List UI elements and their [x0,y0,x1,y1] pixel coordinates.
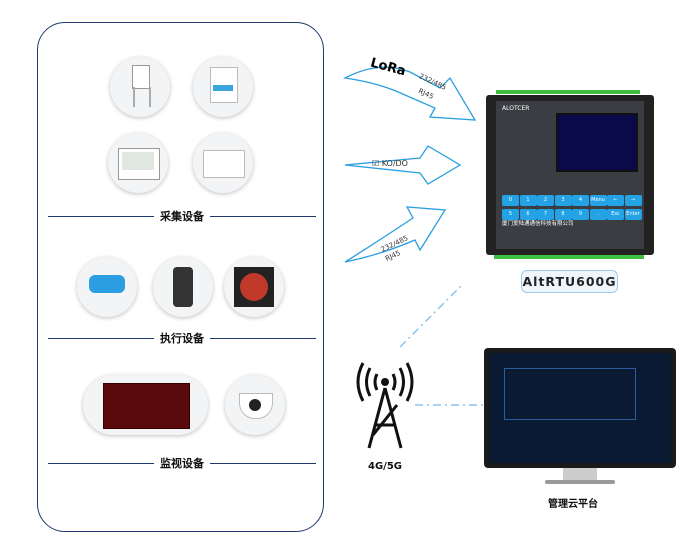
keypad-key[interactable]: ← [607,195,624,206]
middle-link-kodo: ☑ KO/DO [372,159,408,168]
brand-logo: ALOTCER [502,105,530,112]
section-monitor: 监视设备 [48,455,316,471]
monitor-base [545,480,615,484]
link-device-tower [399,284,463,348]
keypad-key[interactable]: Esc [607,209,624,220]
dome-camera-image [225,375,285,435]
valve-actuator-image [77,257,137,317]
temperature-display-image [108,133,168,193]
keypad-key[interactable]: 0 [502,195,519,206]
keypad-key[interactable]: 1 [519,195,537,206]
device-name-label: AltRTU600G [521,270,618,293]
keypad-key[interactable]: 6 [519,209,537,220]
pump-image [153,257,213,317]
keypad-key[interactable]: 2 [537,195,554,206]
section-monitor-label: 监视设备 [154,455,210,471]
cloud-monitor [484,348,676,468]
cell-tower-icon [356,362,414,449]
keypad-key[interactable]: → [624,195,642,206]
keypad-key[interactable]: 9 [572,209,589,220]
section-execute: 执行设备 [48,330,316,346]
middle-link-label: KO/DO [381,159,408,168]
lcd-screen [556,113,638,172]
field-devices-panel [37,22,324,532]
section-collect-label: 采集设备 [154,208,210,224]
arrow-middle [344,145,462,185]
arrow-top [342,66,477,121]
section-collect: 采集设备 [48,208,316,224]
arrow-bottom [344,206,447,263]
keypad-key[interactable]: 5 [502,209,519,220]
sensor-box-image [193,133,253,193]
keypad-key[interactable]: Menu [589,195,607,206]
keypad-key[interactable]: Enter [624,209,642,220]
company-text: 厦门爱陆通通信科技有限公司 [502,221,574,227]
terminal-block [494,255,644,259]
keypad-key[interactable]: . [589,209,607,220]
keypad-key[interactable]: 4 [572,195,589,206]
section-execute-label: 执行设备 [154,330,210,346]
keypad-key[interactable]: 3 [554,195,572,206]
sensor-probe-image [110,57,170,117]
weather-sensor-image [193,57,253,117]
cloud-label: 管理云平台 [548,499,598,510]
led-display-image [83,375,208,435]
keypad-key[interactable]: 7 [537,209,554,220]
network-label: 4G/5G [368,461,402,472]
monitor-stand [563,468,597,480]
fan-image [224,257,284,317]
keypad-key[interactable]: 8 [554,209,572,220]
